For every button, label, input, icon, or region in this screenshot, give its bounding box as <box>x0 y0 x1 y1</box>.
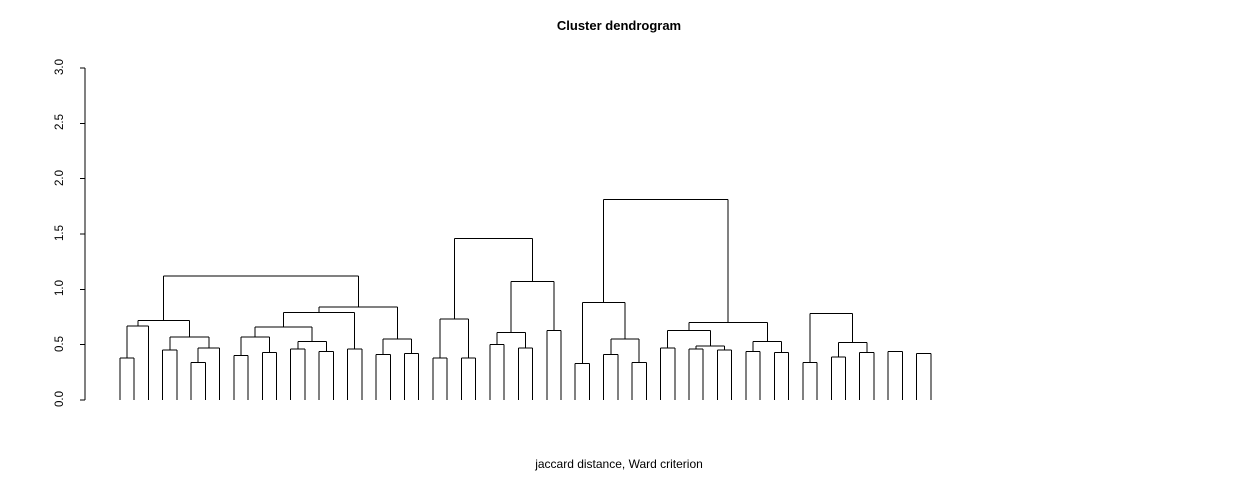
dendrogram-merge-link <box>197 347 221 400</box>
dendrogram-merge-link <box>745 350 761 400</box>
dendrogram-merge-link <box>510 281 555 333</box>
dendrogram-merge-link <box>163 275 359 321</box>
dendrogram-merge-link <box>190 361 206 400</box>
dendrogram-merge-link <box>297 340 327 352</box>
dendrogram-merge-link <box>837 341 868 357</box>
dendrogram-merge-link <box>290 348 306 400</box>
dendrogram-merge-link <box>688 348 704 400</box>
x-axis-label: jaccard distance, Ward criterion <box>535 457 703 471</box>
dendrogram-merge-link <box>517 347 534 400</box>
dendrogram-merge-link <box>254 326 313 342</box>
dendrogram-merge-link <box>126 325 149 400</box>
dendrogram-merge-link <box>460 357 477 400</box>
dendrogram-merge-link <box>382 338 413 355</box>
y-axis <box>80 67 86 401</box>
dendrogram-merge-link <box>119 357 135 400</box>
dendrogram-merge-link <box>283 312 356 350</box>
dendrogram-merge-link <box>603 199 729 323</box>
dendrogram-merge-link <box>752 340 782 353</box>
dendrogram-merge-link <box>574 362 590 400</box>
page-title: Cluster dendrogram <box>556 18 682 33</box>
dendrogram-merge-link <box>916 353 932 400</box>
dendrogram-merge-link <box>887 350 903 400</box>
dendrogram-merge-link <box>716 349 733 400</box>
dendrogram-merge-link <box>859 351 875 400</box>
dendrogram-merge-link <box>233 355 249 400</box>
dendrogram-merge-link <box>162 349 178 400</box>
dendrogram-merge-link <box>453 237 534 320</box>
dendrogram-merge-link <box>318 350 334 400</box>
dendrogram-merge-link <box>375 354 391 400</box>
dendrogram-merge-link <box>809 313 854 363</box>
dendrogram-merge-link <box>347 348 363 400</box>
dendrogram-merge-link <box>318 306 398 340</box>
dendrogram-merge-link <box>830 356 846 400</box>
dendrogram-merge-link <box>688 322 768 342</box>
dendrogram-merge-link <box>603 354 619 400</box>
dendrogram-merge-link <box>802 361 818 400</box>
dendrogram-merge-link <box>496 331 526 348</box>
dendrogram-merge-link <box>631 361 647 400</box>
dendrogram-merge-link <box>432 357 448 400</box>
dendrogram-merge-link <box>137 319 190 337</box>
dendrogram-merge-link <box>546 329 562 400</box>
dendrogram-merge-link <box>404 353 420 400</box>
dendrogram-tree <box>119 199 932 400</box>
dendrogram-merge-link <box>610 338 640 363</box>
dendrogram-merge-link <box>439 318 470 358</box>
dendrogram-merge-link <box>489 344 505 400</box>
dendrogram-merge-link <box>660 347 676 400</box>
dendrogram-merge-link <box>261 351 277 400</box>
dendrogram-merge-link <box>773 351 790 400</box>
